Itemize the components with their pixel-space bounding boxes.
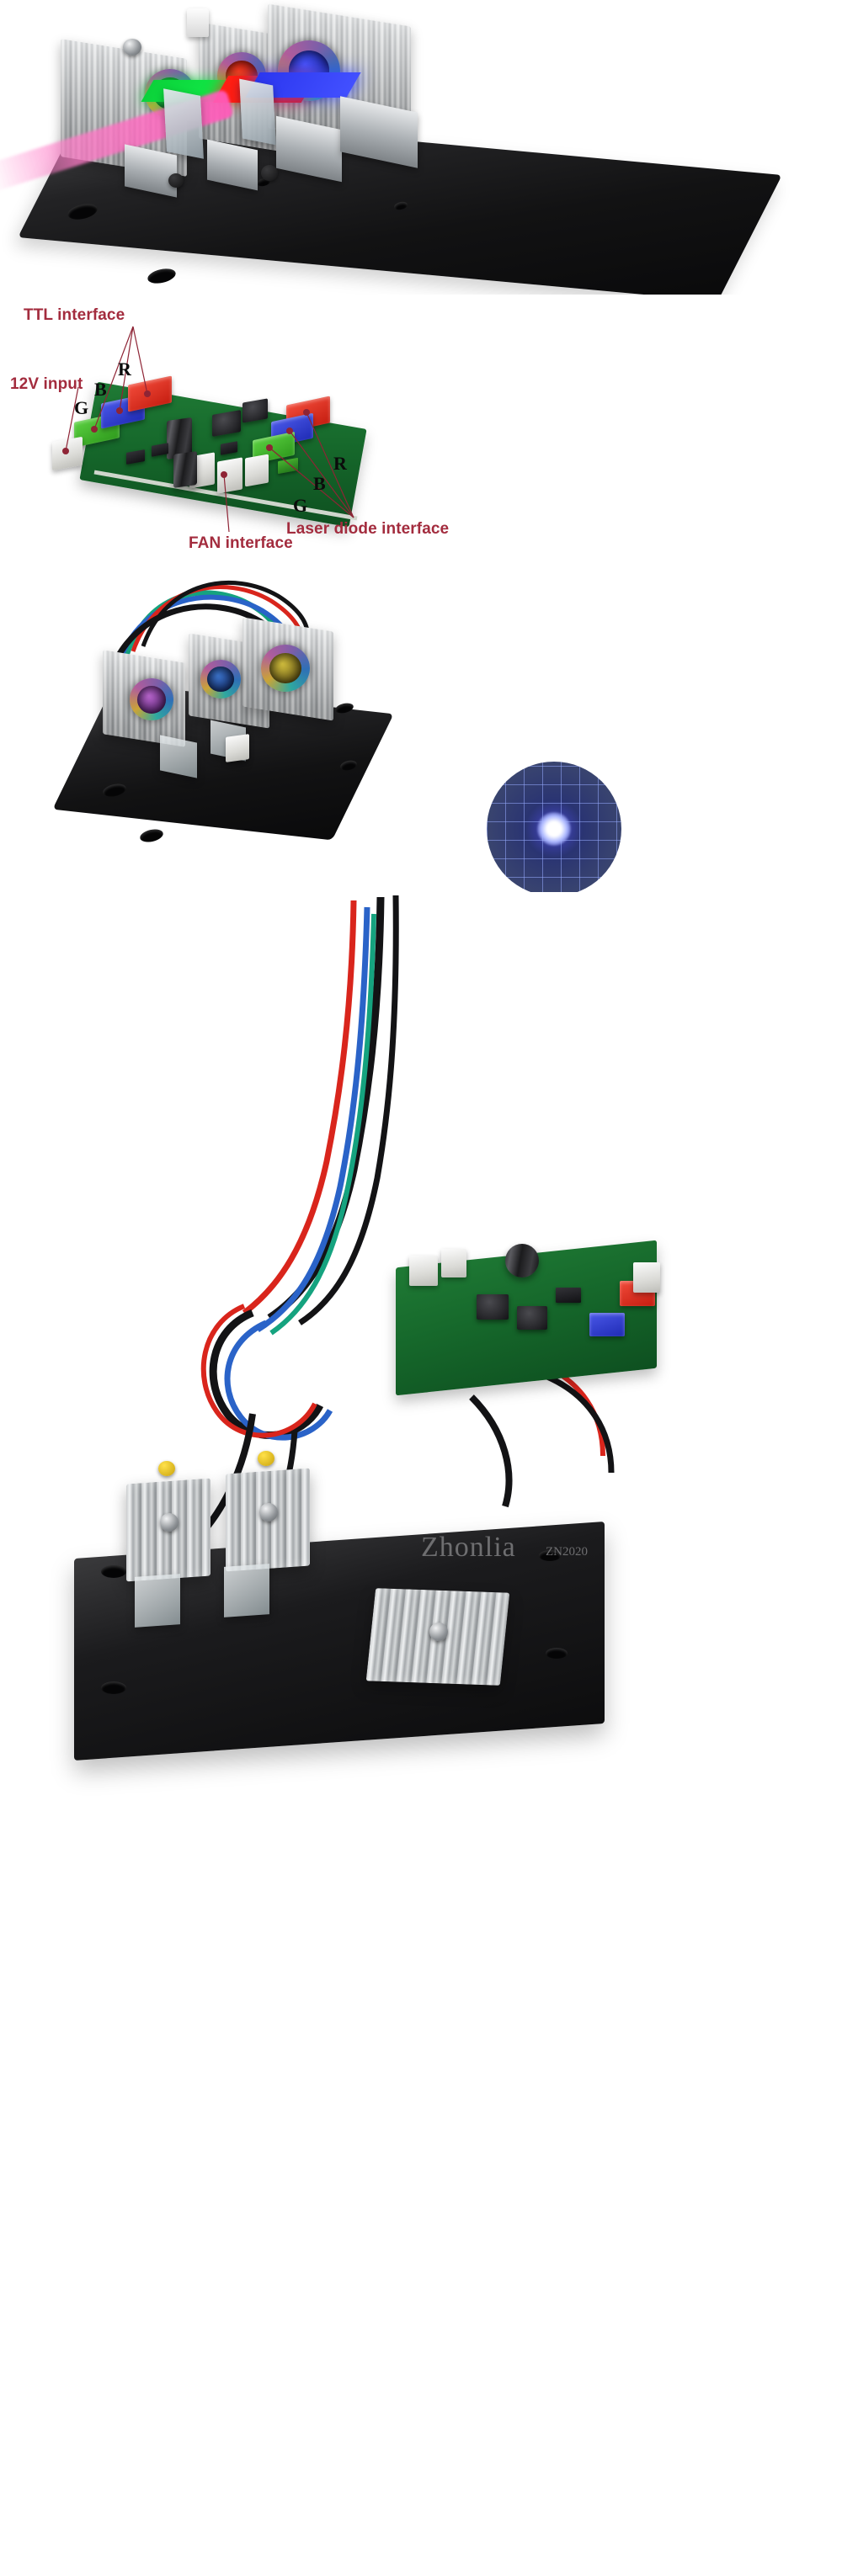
diode-letter-g: G [293,495,308,516]
wire-black-2 [298,895,399,1325]
mount-hole [546,1648,568,1659]
callout-ttl-interface: TTL interface [24,306,125,324]
diode-letter-r: R [333,453,347,474]
callout-fan-interface: FAN interface [189,534,293,552]
power-leader-line [62,386,79,454]
base-screw [261,165,278,181]
mount-hole [101,1565,126,1578]
mount-hole [146,266,178,286]
callout-laser-diode-interface: Laser diode interface [286,520,450,538]
inductor-2 [517,1306,547,1330]
beam-spot-core [537,812,571,846]
panel-laser-combiner [0,0,842,295]
lens-2 [200,660,241,698]
beam-combiner-cube-2 [224,1564,269,1617]
module-screw-1 [160,1513,179,1532]
mount-hole [539,1550,561,1561]
wire-loop-blue [224,1320,333,1441]
lens-glass [207,666,234,693]
wire-green [269,913,376,1336]
callout-power-input: 12V input [10,375,83,393]
output-connector [633,1262,660,1293]
lens-glass [269,652,302,684]
diode-letter-b: B [313,473,326,494]
adjustment-screw [123,39,141,56]
module-screw-3 [429,1623,448,1641]
wire-to-module-3 [469,1394,513,1508]
panel-wired-module [0,555,842,892]
dichroic-mirror-1 [163,88,204,159]
lens-blue [278,40,340,101]
solder-pad-1 [158,1461,175,1476]
lens-3 [261,645,310,692]
lens-glass [288,50,330,91]
dichroic-mirror-2 [239,78,276,146]
wire-loop-red [200,1304,317,1438]
inductor-1 [477,1294,509,1320]
electrolytic-capacitor [505,1244,539,1277]
model-number: ZN2020 [546,1545,588,1559]
laser-combiner-photo [0,0,842,295]
ttl-leader-lines [91,326,151,433]
wire-loop-black [209,1309,324,1439]
ttl-letter-g: G [74,397,89,418]
ttl-letter-b: B [94,379,107,400]
diode-leader-lines [266,409,354,518]
fan-connector [441,1249,466,1277]
diode-terminal-blue [589,1313,625,1336]
wire-red [242,900,357,1315]
wire-blue [256,906,370,1332]
wire-power-black [546,1373,615,1474]
brand-name: Zhonlia [421,1532,516,1563]
ttl-letter-r: R [118,359,131,380]
base-screw [168,173,184,188]
beam-spot-inset [487,762,621,892]
beam-combiner-cube-1 [135,1574,180,1628]
module-screw-2 [259,1503,278,1522]
alignment-knob [187,8,209,37]
inline-connector [226,734,249,762]
panel-driver-board: TTL interface 12V input FAN interface La… [0,295,842,555]
fan-leader-line [221,471,230,533]
power-input-connector [409,1256,438,1286]
smd-chip [556,1288,581,1303]
lens-glass [136,685,167,714]
lens-1 [130,678,173,720]
solder-pad-2 [258,1451,274,1466]
mount-hole [101,1681,126,1694]
panel-full-kit: Zhonlia ZN2020 [0,892,842,2576]
